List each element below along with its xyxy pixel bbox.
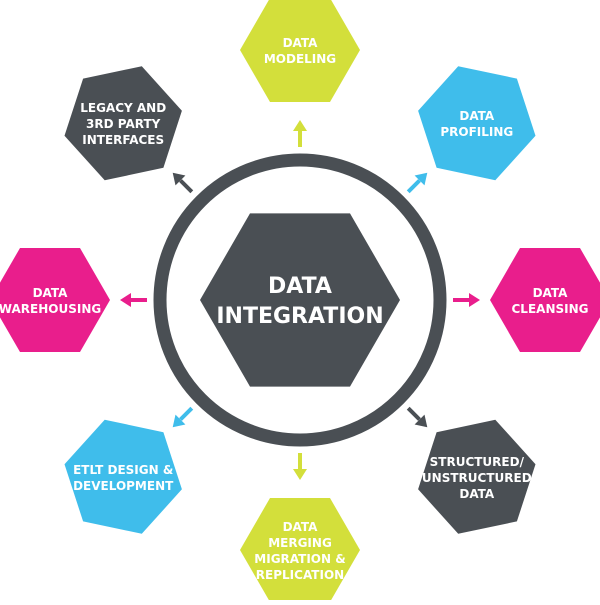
- node-data-cleansing: DATA CLEANSING: [490, 248, 600, 352]
- hexagon-shape: [240, 498, 360, 602]
- node-label-line: REPLICATION: [256, 568, 344, 582]
- hexagon-shape: [240, 0, 360, 102]
- node-label: LEGACY AND 3RD PARTY INTERFACES: [80, 101, 166, 147]
- center-layer: DATA INTEGRATION: [200, 213, 400, 387]
- arrow-etlt-design-development: [172, 406, 194, 428]
- hexagon-shape: [418, 419, 536, 534]
- arrow-data-profiling: [406, 172, 428, 194]
- hexagon-shape: [418, 66, 536, 181]
- center-title-line: DATA: [268, 274, 332, 299]
- node-label: DATA MODELING: [264, 36, 336, 66]
- node-etlt-design-development: ETLT DESIGN & DEVELOPMENT: [64, 419, 182, 534]
- node-label: ETLT DESIGN & DEVELOPMENT: [73, 463, 174, 493]
- arrows-layer: [120, 120, 480, 480]
- node-label-line: DATA: [533, 286, 569, 300]
- node-label: STRUCTURED/UNSTRUCTURED DATA: [422, 455, 532, 501]
- node-label: DATA PROFILING: [440, 109, 513, 139]
- node-data-warehousing: DATA WAREHOUSING: [0, 248, 110, 352]
- arrow-data-warehousing: [120, 293, 147, 307]
- node-label-line: UNSTRUCTURED: [422, 471, 532, 485]
- node-label-line: PROFILING: [440, 125, 513, 139]
- node-label-line: DATA: [459, 109, 495, 123]
- node-structured-unstructured-data: STRUCTURED/UNSTRUCTURED DATA: [418, 419, 536, 534]
- node-label-line: DATA: [283, 36, 319, 50]
- node-label-line: ETLT DESIGN &: [73, 463, 173, 477]
- node-label-line: INTERFACES: [82, 133, 164, 147]
- arrow-data-modeling: [293, 120, 307, 147]
- node-data-modeling: DATA MODELING: [240, 0, 360, 102]
- center-title-line: INTEGRATION: [216, 304, 383, 329]
- node-label-line: 3RD PARTY: [86, 117, 161, 131]
- node-legacy-3rd-party: LEGACY AND 3RD PARTY INTERFACES: [64, 66, 182, 181]
- arrow-data-cleansing: [453, 293, 480, 307]
- center-title: DATA INTEGRATION: [216, 274, 383, 329]
- node-data-merging: DATA MERGING MIGRATION & REPLICATION: [240, 498, 360, 602]
- arrow-structured-unstructured-data: [406, 406, 428, 428]
- node-label-line: CLEANSING: [512, 302, 589, 316]
- node-label-line: LEGACY AND: [80, 101, 166, 115]
- hexagon-shape: [64, 66, 182, 181]
- arrow-legacy-3rd-party: [172, 172, 194, 194]
- center-hexagon: [200, 213, 400, 387]
- hexagon-shape: [490, 248, 600, 352]
- node-label-line: MIGRATION &: [254, 552, 345, 566]
- node-label-line: DEVELOPMENT: [73, 479, 174, 493]
- node-label: DATA MERGING MIGRATION & REPLICATION: [254, 520, 345, 582]
- center-node: DATA INTEGRATION: [200, 213, 400, 387]
- outer-ring: [153, 153, 447, 447]
- node-label-line: DATA: [33, 286, 69, 300]
- node-label: DATA WAREHOUSING: [0, 286, 101, 316]
- node-label-line: MERGING: [268, 536, 332, 550]
- ring-layer: [153, 153, 447, 447]
- node-label-line: WAREHOUSING: [0, 302, 101, 316]
- hexagon-shape: [0, 248, 110, 352]
- node-label-line: MODELING: [264, 52, 336, 66]
- node-label-line: DATA: [283, 520, 319, 534]
- node-label-line: DATA: [459, 487, 495, 501]
- hexagon-shape: [64, 419, 182, 534]
- node-label: DATA CLEANSING: [512, 286, 589, 316]
- node-label-line: STRUCTURED/: [430, 455, 525, 469]
- node-data-profiling: DATA PROFILING: [418, 66, 536, 181]
- arrow-data-merging: [293, 453, 307, 480]
